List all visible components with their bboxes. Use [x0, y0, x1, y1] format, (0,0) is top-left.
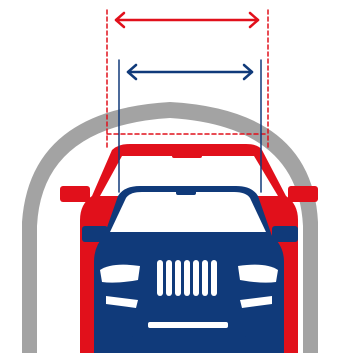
- double-arrow-blue-icon: [126, 63, 254, 81]
- narrow-car-lower-intake: [148, 322, 228, 328]
- narrow-car-grille: [152, 256, 226, 300]
- narrow-car-headlight-right: [238, 264, 278, 283]
- narrow-car-foglight-right: [240, 296, 272, 308]
- narrow-car-rearview-mirror: [176, 188, 196, 195]
- narrow-car-mirror-right: [272, 226, 298, 242]
- narrow-width-indicator: [118, 59, 262, 193]
- narrow-car-mirror-left: [82, 226, 108, 242]
- narrow-car: [82, 186, 298, 353]
- wide-width-indicator: [106, 9, 269, 149]
- narrow-car-headlight-left: [100, 264, 140, 283]
- narrow-car-bumper: [130, 336, 248, 353]
- narrow-car-windshield: [110, 192, 266, 232]
- wide-car-mirror-left: [60, 186, 90, 202]
- wide-car-rearview-mirror: [172, 149, 202, 158]
- narrow-car-foglight-left: [106, 296, 138, 308]
- double-arrow-red-icon: [114, 11, 260, 29]
- wide-car-mirror-right: [288, 186, 318, 202]
